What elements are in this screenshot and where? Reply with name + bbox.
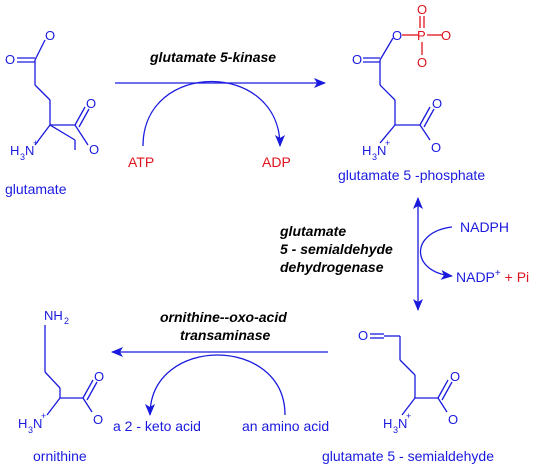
ammonium-group: H 3 N + [18,411,46,435]
svg-text:H: H [383,416,392,431]
cofactor-amino-acid: an amino acid [242,418,329,434]
amino-group: NH 2 [44,308,69,326]
enzyme-label-kinase: glutamate 5-kinase [149,49,276,65]
svg-text:O: O [431,140,441,155]
svg-text:O: O [358,328,368,343]
compound-label-glutamate: glutamate [5,181,67,197]
svg-text:H: H [10,143,19,158]
svg-text:3: 3 [28,425,33,435]
svg-text:3: 3 [372,152,377,162]
svg-text:O: O [448,412,458,427]
svg-text:P: P [417,28,426,43]
compound-label-glutamate-5-semialdehyde: glutamate 5 - semialdehyde [322,448,494,464]
compound-label-glutamate-5-phosphate: glutamate 5 -phosphate [338,167,485,183]
atom-o: O [89,142,99,157]
svg-text:O: O [94,369,104,384]
svg-text:N: N [398,416,407,431]
svg-text:H: H [362,143,371,158]
svg-text:ornithine--oxo-acid: ornithine--oxo-acid [160,309,287,325]
cofactor-atp: ATP [128,154,154,170]
svg-text:3: 3 [393,425,398,435]
svg-text:N: N [33,416,42,431]
enzyme-label-dehydrogenase: glutamate 5 - semialdehyde dehydrogenase [279,223,393,275]
svg-text:dehydrogenase: dehydrogenase [280,259,384,275]
svg-text:NH: NH [44,308,63,323]
svg-text:glutamate: glutamate [279,223,346,239]
svg-text:O: O [441,28,451,43]
atom-o: O [86,96,96,111]
compound-label-ornithine: ornithine [33,448,87,464]
svg-text:O: O [417,2,427,17]
atom-o: O [45,28,55,43]
ammonium-group: H 3 N + [383,411,411,435]
svg-text:transaminase: transaminase [180,327,270,343]
svg-text:N: N [25,143,34,158]
ammonium-group: H 3 N + [10,138,38,162]
cofactor-nadph: NADPH [460,219,509,235]
svg-text:2: 2 [64,316,69,326]
svg-text:O: O [392,28,402,43]
svg-text:5 - semialdehyde: 5 - semialdehyde [280,241,393,257]
ornithine-structure: NH 2 O O H 3 N + [18,308,104,435]
cofactor-arc-atp-adp [142,80,285,147]
svg-text:+: + [406,411,411,421]
enzyme-label-transaminase: ornithine--oxo-acid transaminase [160,309,287,343]
svg-text:O: O [432,96,442,111]
glutamate-5-phosphate-structure: O O P O O O O O H 3 N + [352,2,451,162]
ammonium-group: H 3 N + [362,138,390,162]
svg-text:O: O [93,412,103,427]
cofactor-keto-acid: a 2 - keto acid [113,418,201,434]
svg-text:+: + [385,138,390,148]
svg-text:O: O [352,52,362,67]
svg-text:3: 3 [20,152,25,162]
svg-text:+: + [33,138,38,148]
glutamate-5-semialdehyde-structure: O O O H 3 N + [358,328,460,435]
cofactor-adp: ADP [262,154,291,170]
svg-text:+: + [41,411,46,421]
atom-o: O [5,52,15,67]
svg-text:N: N [377,143,386,158]
svg-text:O: O [450,369,460,384]
glutamate-structure: O O O O H 3 N + [5,28,99,162]
cofactor-nadp: NADP+ + Pi [456,268,529,285]
cofactor-arc-amino-keto [145,354,286,416]
cofactor-arc-nadph-nadp [419,226,453,280]
svg-text:O: O [417,55,427,70]
svg-text:H: H [18,416,27,431]
